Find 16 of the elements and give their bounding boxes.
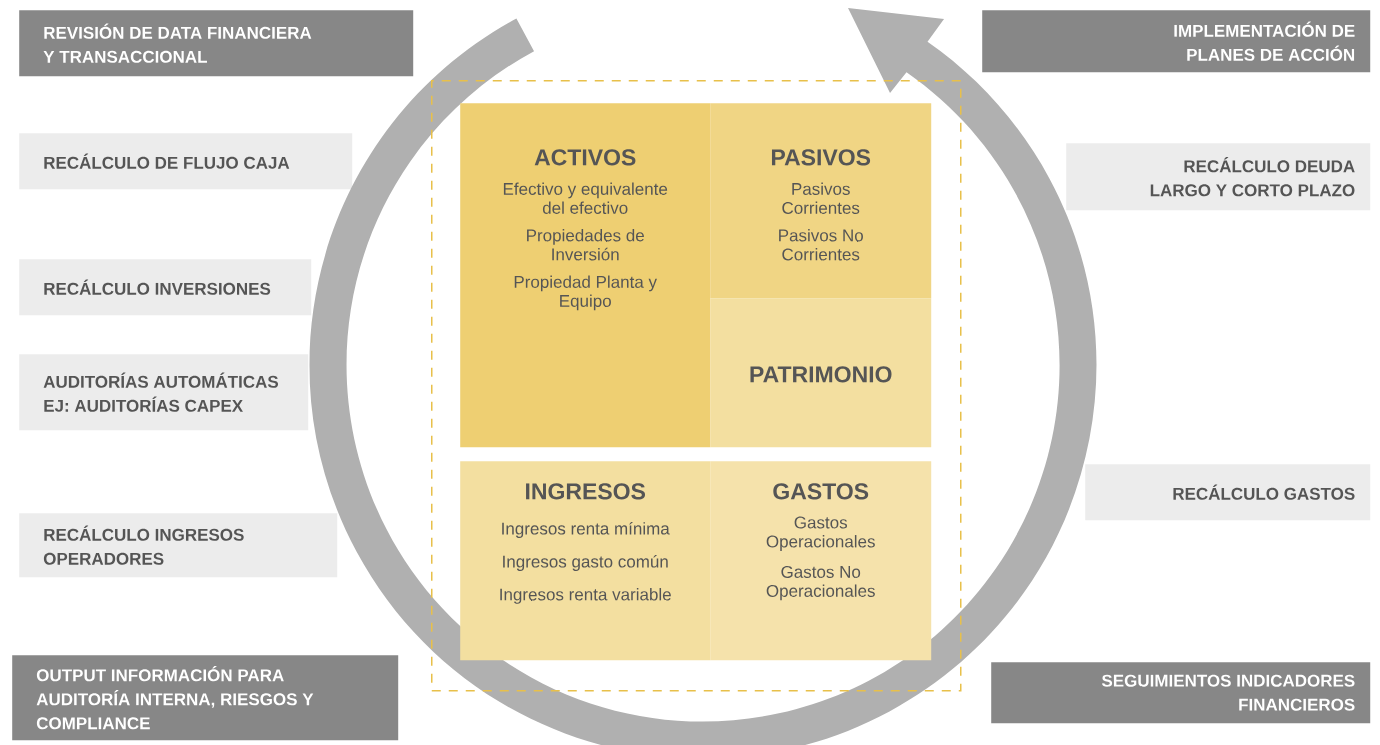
step-box: IMPLEMENTACIÓN DE PLANES DE ACCIÓN: [982, 10, 1371, 73]
task-box: AUDITORÍAS AUTOMÁTICAS EJ: AUDITORÍAS CAPEX: [19, 354, 309, 431]
account-box: INGRESOS Ingresos renta mínima Ingresos gasto común Ingresos renta variable: [460, 461, 711, 661]
account-box: ACTIVOS Efectivo y equivalente del efectivo Propiedades de Inversión Propiedad Planta y Equipo: [460, 103, 711, 448]
task-box: RECÁLCULO INGRESOS OPERADORES: [19, 513, 338, 578]
account-box: GASTOS Gastos Operacionales Gastos No Operacionales: [710, 461, 932, 661]
task-box: RECÁLCULO INVERSIONES: [19, 259, 312, 316]
task-box: RECÁLCULO DE FLUJO CAJA: [19, 133, 353, 190]
step-box: SEGUIMIENTOS INDICADORES FINANCIEROS: [991, 662, 1371, 724]
task-box: RECÁLCULO GASTOS: [1085, 464, 1371, 521]
step-box: OUTPUT INFORMACIÓN PARA AUDITORÍA INTERNA, RIESGOS Y COMPLIANCE: [12, 655, 399, 741]
dashed-frame: [431, 80, 962, 692]
account-box: PASIVOS Pasivos Corrientes Pasivos No Corrientes: [710, 103, 932, 299]
account-box: PATRIMONIO: [710, 298, 932, 448]
task-box: RECÁLCULO DEUDA LARGO Y CORTO PLAZO: [1066, 143, 1371, 211]
step-box: REVISIÓN DE DATA FINANCIERA Y TRANSACCIONAL: [19, 10, 414, 77]
